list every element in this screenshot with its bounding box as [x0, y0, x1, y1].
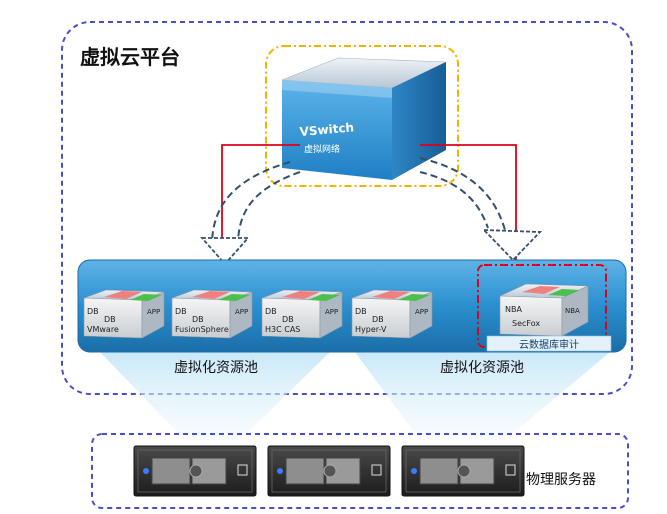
resource-beam-right — [355, 352, 610, 440]
physical-server-3 — [401, 445, 525, 497]
vswitch-frame — [265, 45, 459, 187]
physical-server-1 — [133, 445, 257, 497]
host-vendor: H3C CAS — [265, 325, 300, 334]
cloud-platform-frame — [61, 21, 633, 395]
host-4 — [351, 289, 433, 339]
host-3 — [261, 289, 343, 339]
resource-beam-left — [100, 352, 330, 440]
physical-server-2 — [267, 445, 391, 497]
pool-label-left: 虚拟化资源池 — [174, 360, 258, 376]
host-app: APP — [235, 308, 248, 316]
host-db-top: DB — [87, 307, 99, 316]
vswitch-label: VSwitch — [299, 120, 355, 139]
vswitch-cube — [281, 57, 447, 180]
mirror-arrow-head-right — [481, 229, 543, 262]
audit-secfox: SecFox — [512, 319, 540, 328]
audit-nba-left: NBA — [505, 305, 522, 314]
audit-box — [499, 283, 589, 337]
physical-servers-frame — [91, 433, 629, 509]
host-2 — [171, 289, 253, 339]
audit-nba-right: NBA — [565, 307, 580, 315]
vswitch-sublabel: 虚拟网络 — [304, 143, 340, 155]
host-vendor: FusionSphere — [175, 325, 229, 334]
host-db-bottom: DB — [192, 315, 204, 324]
audit-label: 云数据库审计 — [519, 338, 579, 351]
host-1 — [83, 289, 165, 339]
host-vendor: Hyper-V — [355, 325, 387, 334]
mirror-arrow-head-left — [200, 237, 250, 266]
host-app: APP — [147, 308, 160, 316]
platform-title: 虚拟云平台 — [80, 45, 180, 69]
host-db-top: DB — [355, 307, 367, 316]
host-db-bottom: DB — [104, 315, 116, 324]
host-db-top: DB — [175, 307, 187, 316]
pool-label-right: 虚拟化资源池 — [440, 360, 524, 376]
host-vendor: VMware — [87, 325, 119, 334]
audit-label-bg — [486, 335, 612, 352]
host-db-bottom: DB — [282, 315, 294, 324]
physical-servers-label: 物理服务器 — [526, 472, 596, 488]
host-db-top: DB — [265, 307, 277, 316]
host-app: APP — [325, 308, 338, 316]
host-app: APP — [415, 308, 428, 316]
host-db-bottom: DB — [372, 315, 384, 324]
mirror-arrows — [211, 157, 506, 246]
